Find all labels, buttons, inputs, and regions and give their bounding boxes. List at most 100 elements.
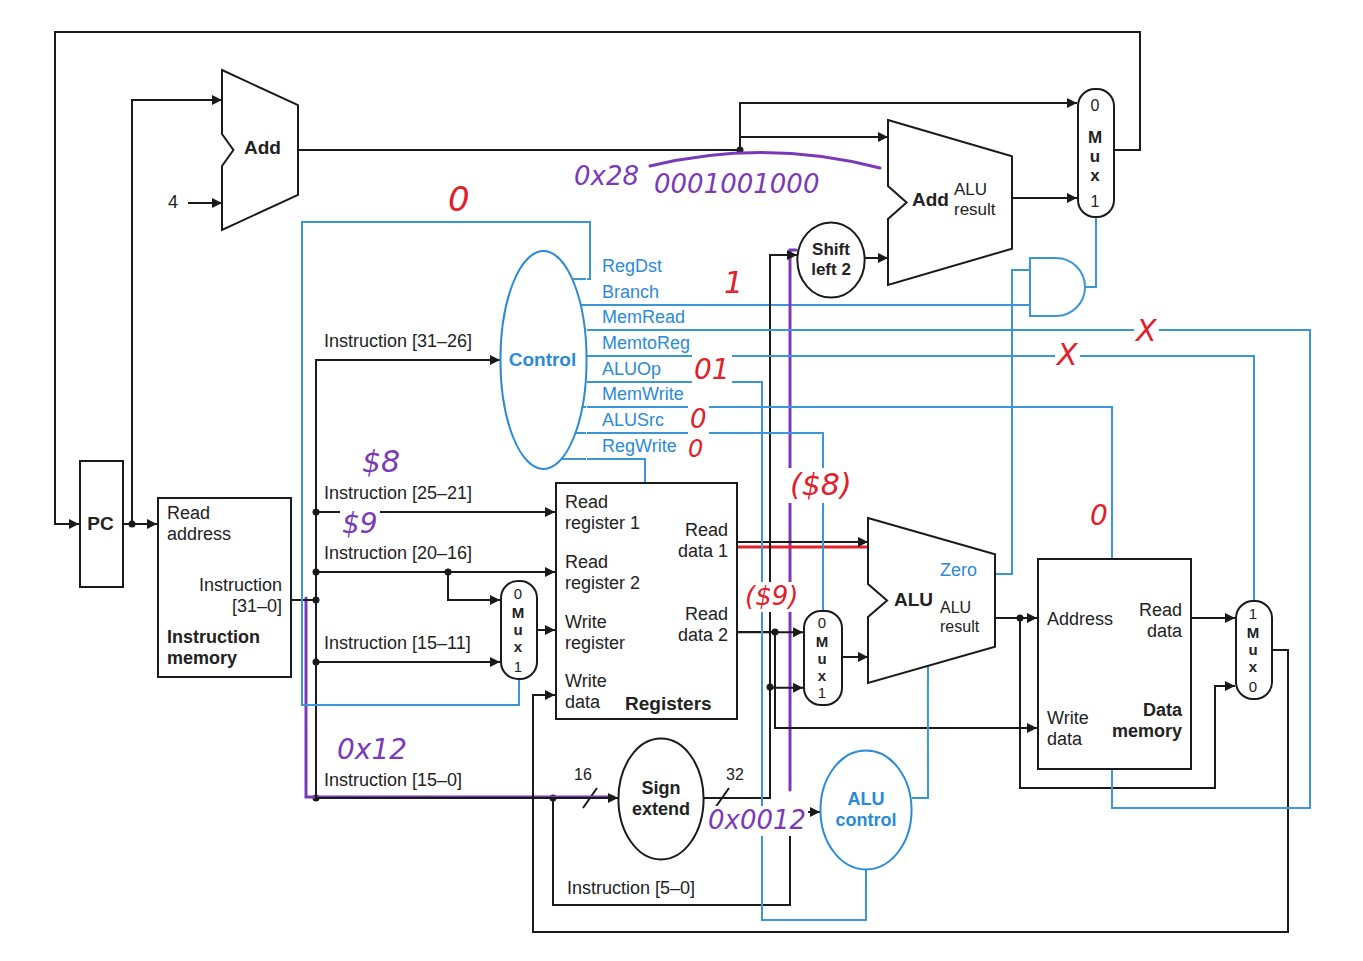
- annotation: 0001001000: [652, 170, 821, 200]
- signal-name: MemWrite: [600, 384, 686, 405]
- data-wire: [298, 137, 888, 150]
- bus-width: 32: [724, 766, 746, 784]
- data-wire: [292, 572, 500, 600]
- register-file: Read register 1 Read register 2 Write regi…: [555, 482, 738, 720]
- annotation: $9: [340, 508, 380, 540]
- bus-width: 16: [572, 766, 594, 784]
- annotation: 0: [686, 436, 705, 464]
- node-text: 1: [1079, 192, 1111, 211]
- multiplexer: 1Mux 0: [1235, 600, 1273, 700]
- annotation: X: [1134, 314, 1159, 349]
- control-wire: [912, 683, 928, 798]
- adder: Add: [222, 70, 298, 230]
- annotation: ($8): [788, 468, 854, 503]
- annotation: 01: [692, 354, 732, 386]
- control-unit: Control: [500, 250, 587, 470]
- node-text: Add: [912, 189, 952, 211]
- data-wire: [55, 32, 1140, 524]
- data-wire: [124, 100, 222, 524]
- node-text: Zero: [940, 560, 990, 581]
- sign-extend-unit: Sign extend: [618, 738, 704, 860]
- data-wire: [1012, 197, 1077, 199]
- multiplexer: 0Mux1: [500, 580, 538, 680]
- node-text: Address: [1047, 609, 1122, 630]
- node-text: ALU result: [940, 598, 990, 636]
- data-wire: [538, 629, 555, 631]
- node-text: Write data: [1047, 708, 1102, 750]
- data-wire: [865, 257, 888, 259]
- node-text: Read register 1: [565, 492, 653, 534]
- bus-label: Instruction [20–16]: [322, 543, 474, 564]
- node-text: Read address: [167, 503, 249, 545]
- data-wire: [292, 360, 500, 600]
- multiplexer: 0Mux 1: [1077, 88, 1115, 218]
- node-text: Shift left 2: [799, 240, 863, 280]
- data-wire: [843, 656, 868, 659]
- alu: ZeroALUALU result: [868, 518, 995, 683]
- signal-name: MemRead: [600, 307, 687, 328]
- bus-label: Instruction [15–0]: [322, 770, 464, 791]
- node-text: PC: [81, 513, 120, 535]
- memory-box: Read addressInstruction [31–0]Instructio…: [157, 497, 292, 678]
- mux-label: Mux: [1246, 624, 1261, 675]
- signal-name: ALUSrc: [600, 410, 666, 431]
- node-text: Registers: [625, 693, 725, 715]
- ellipse-shape: [618, 739, 703, 860]
- node-text: Read register 2: [565, 552, 653, 594]
- multiplexer: 0Mux1: [803, 610, 843, 706]
- node-text: ALU control: [824, 789, 908, 831]
- data-wire: [738, 541, 868, 543]
- and-gate: [1030, 258, 1085, 316]
- annotation: 0: [688, 405, 709, 435]
- control-wire: [587, 459, 645, 482]
- ellipse-shape: [820, 751, 911, 870]
- annotation: ($9): [743, 582, 800, 612]
- pcsrc-wire: [1085, 218, 1096, 287]
- bus-label: Instruction [31–26]: [322, 331, 474, 352]
- node-text: 1: [502, 658, 534, 676]
- node-text: 1: [805, 684, 839, 702]
- annotation: 0: [1088, 500, 1110, 532]
- annotation: 0x0012: [706, 806, 808, 836]
- node-text: 0: [805, 614, 839, 632]
- node-text: 1: [1237, 605, 1269, 623]
- node-text: Read data: [1125, 600, 1182, 642]
- memory-box: AddressRead dataWrite dataData memory: [1037, 558, 1192, 770]
- branch-wire: [578, 304, 1030, 306]
- annotation-arc: [650, 152, 880, 168]
- adder: AddALU result: [888, 120, 1012, 285]
- node-text: Add: [244, 137, 294, 159]
- ellipse-shape: [797, 222, 864, 297]
- mux-label: Mux: [511, 604, 526, 655]
- node-text: ALU result: [954, 180, 1004, 220]
- mux-label: Mux: [815, 633, 830, 684]
- node-text: Write register: [565, 612, 653, 654]
- annotation: 1: [722, 266, 745, 301]
- node-text: 0: [1237, 678, 1269, 696]
- control-wire: [302, 222, 590, 705]
- bus-label: Instruction [5–0]: [565, 878, 697, 899]
- alu-control-unit: ALU control: [820, 750, 912, 870]
- shift-unit: Shift left 2: [797, 222, 865, 298]
- mux-label: Mux: [1087, 128, 1104, 185]
- zero-wire: [995, 270, 1030, 574]
- annotation: 0: [446, 180, 472, 219]
- constant-label: 4: [166, 192, 180, 213]
- node-text: Instruction [31–0]: [167, 575, 282, 617]
- bus-label: Instruction [15–11]: [322, 633, 473, 654]
- signal-name: RegDst: [600, 256, 664, 277]
- data-wire: [292, 600, 500, 662]
- node-text: 0: [1079, 96, 1111, 115]
- annotation: 0x28: [572, 162, 641, 192]
- ellipse-shape: [500, 251, 586, 469]
- signal-name: ALUOp: [600, 359, 663, 380]
- node-text: Sign extend: [622, 778, 700, 820]
- signal-name: MemtoReg: [600, 333, 692, 354]
- signal-name: Branch: [600, 282, 661, 303]
- annotation: $8: [360, 445, 402, 480]
- node-text: Control: [500, 349, 585, 371]
- node-text: Write data: [565, 671, 625, 713]
- data-wire: [1192, 617, 1235, 619]
